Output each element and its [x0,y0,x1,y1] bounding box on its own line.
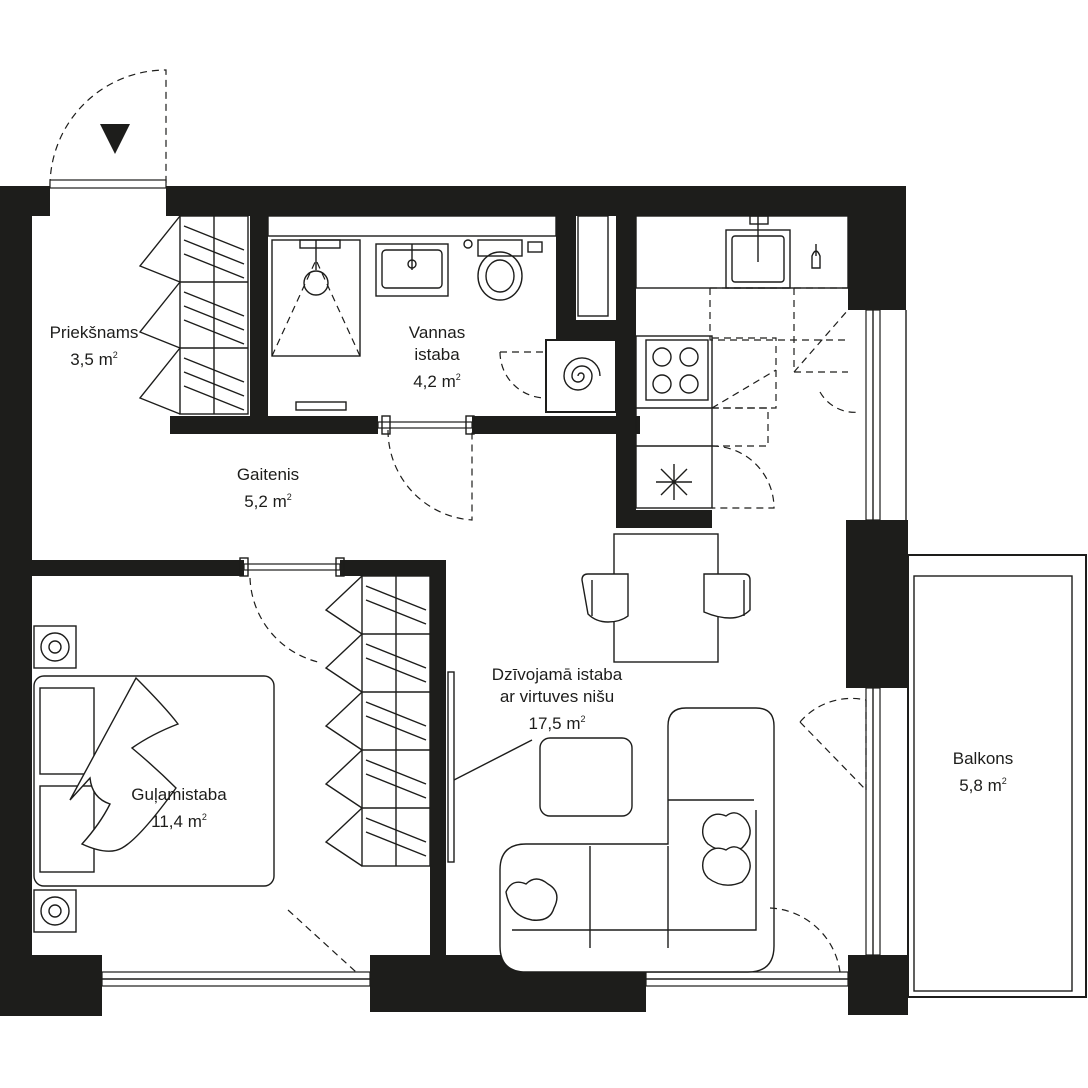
sofa [499,707,775,973]
kitchen [635,215,861,509]
cushion-1 [505,878,558,921]
room-label-gulamistaba: Guļamistaba 11,4 m2 [131,784,226,833]
dining-chair-right [703,573,751,619]
room-area: 3,5 m2 [70,350,118,369]
wall-bedroom-top-right [340,560,446,576]
windows [101,309,907,987]
room-name: Priekšnams [49,323,139,342]
room-name: Gaitenis [236,465,300,484]
bedroom-furniture [33,557,431,973]
wall-left [0,186,32,1016]
dining-set [581,533,751,663]
shaft [577,215,609,317]
room-area: 5,2 m2 [244,492,292,511]
hall-wardrobe [138,215,249,415]
bathroom-door [377,415,475,521]
room-area: 5,8 m2 [959,776,1007,795]
room-label-vannas-istaba: Vannas istaba 4,2 m2 [409,322,465,393]
room-label-balkons: Balkons 5,8 m2 [953,748,1013,797]
bedroom-door-swing [249,577,319,663]
room-name: Vannas [408,323,466,342]
room-name-line2: istaba [414,345,460,364]
balcony [907,554,1087,998]
dining-table [613,533,719,663]
room-name-line2: ar virtuves nišu [499,687,615,706]
wall-shaft-right [616,200,636,528]
wall-bedroom-top-left [32,560,244,576]
room-label-gaitenis: Gaitenis 5,2 m2 [237,464,299,513]
bed-blanket-fold [69,676,180,852]
wall-right-upper [848,186,906,310]
room-area: 4,2 m2 [413,372,461,391]
cooktop-icon [645,339,709,401]
wall-right-middle [846,520,908,688]
room-area: 11,4 m2 [151,812,207,831]
room-label-priekshnams: Priekšnams 3,5 m2 [50,322,139,371]
wall-bottom-left [0,955,102,1016]
living-room-furniture [447,671,867,973]
wall-kitchen-bottom [616,510,712,528]
wall-top [166,186,906,216]
coffee-table [539,737,633,817]
room-name: Balkons [952,749,1014,768]
sink-icon [375,243,449,297]
wall-bath-bottom-right [472,416,640,434]
balcony-outline [907,554,1087,998]
room-area: 17,5 m2 [528,714,586,733]
entrance-arrow-icon [100,124,130,154]
bathroom-door-swing [387,429,473,521]
entrance [49,69,167,189]
room-name: Guļamistaba [131,785,227,804]
room-name: Dzīvojamā istaba [491,665,623,684]
wall-bottom-right [848,955,908,1015]
wall-bath-bottom-left [250,416,378,434]
wall-shaft-left [556,210,576,340]
washing-machine-icon [545,339,617,413]
toilet-icon [463,239,543,301]
wall-bedroom-right [430,560,446,956]
room-label-dzivojama-istaba: Dzīvojamā istaba ar virtuves nišu 17,5 m… [492,664,622,735]
wall-bath-left [250,200,268,434]
nightstand-lamp-icon-2 [33,889,77,933]
nightstand-lamp-icon [33,625,77,669]
living-label-leader [453,739,533,781]
cushion-3 [701,846,751,886]
bathroom [267,215,617,413]
shower-icon [271,239,361,357]
entrance-door-swing [49,69,167,187]
cushion-2 [701,812,751,852]
walls [0,186,908,1016]
dining-chair-left [581,573,629,623]
wall-entry-wardrobe-bottom [170,416,270,434]
